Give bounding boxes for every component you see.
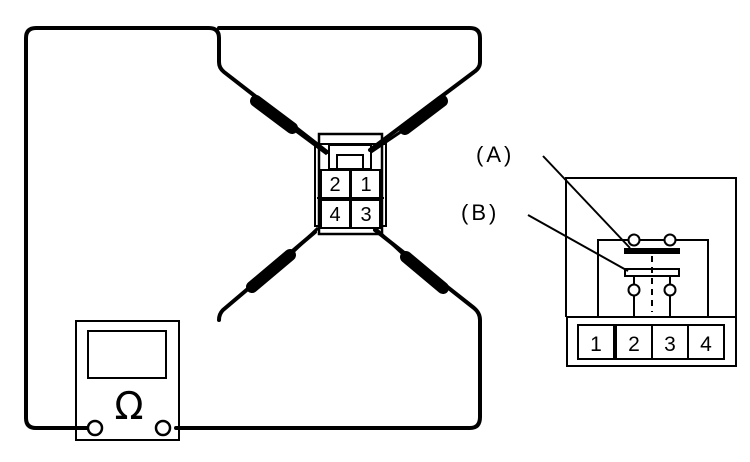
callout-label-a: (A) [476,142,514,167]
probe-body-top-right [399,95,448,135]
ohmmeter [75,320,180,441]
terminal-cell-4 [687,324,725,360]
top-right-wire [217,26,482,152]
ohmmeter-body [75,320,180,441]
test-wiring [24,26,482,430]
pin-label-2: 2 [329,174,340,196]
connector-housing [317,132,384,236]
pin-cell-3 [350,199,381,229]
ohmmeter-terminal-right [154,419,172,437]
probe-body-top-left [250,95,298,134]
leader-line-a [542,155,631,249]
connector-lock-catch [336,154,364,170]
callout-label-b: (B) [461,200,499,225]
pin-label-1: 1 [360,174,371,196]
pin-label-4: 4 [329,204,340,226]
pin-cell-2 [320,169,351,199]
bottom-left-wire [217,230,317,322]
relay-case-outline [565,177,737,317]
ohmmeter-display [87,330,167,379]
pin-label-3: 3 [360,204,371,226]
relay-terminal-label-2: 2 [628,333,640,356]
relay-schematic [527,155,737,367]
relay-terminal-label-1: 1 [590,333,602,356]
probe-body-bottom-left [246,249,296,293]
terminal-cell-1 [577,324,615,360]
ohm-symbol: Ω [114,384,143,428]
left-wire-loop [24,26,329,430]
relay-terminal-block [566,316,737,367]
connector-lock-tab [328,144,372,170]
bottom-right-wire [174,228,482,430]
ohmmeter-terminal-left [86,419,104,437]
test-probes [246,95,449,294]
probe-body-bottom-right [400,251,449,294]
relay-connector [314,132,387,236]
relay-terminal-label-4: 4 [700,333,712,356]
relay-terminal-label-3: 3 [664,333,676,356]
leader-line-b [527,214,629,272]
relay-inner-bracket [597,239,709,317]
